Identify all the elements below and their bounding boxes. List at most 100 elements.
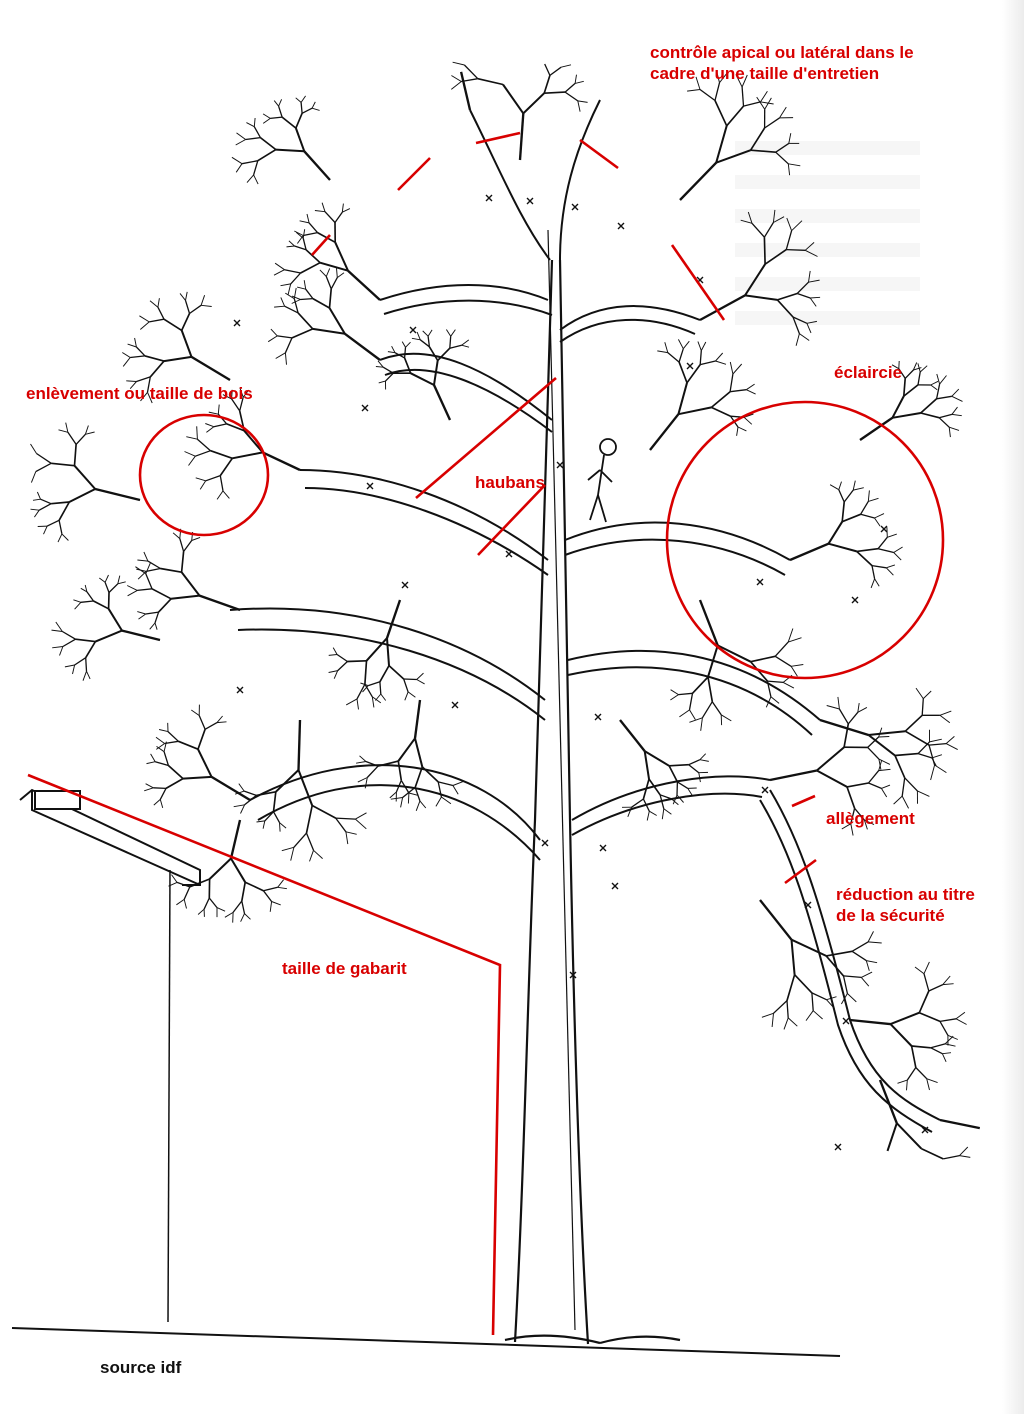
twig-segment	[86, 642, 96, 658]
twig-segment	[154, 799, 161, 805]
twig-segment	[392, 346, 395, 353]
twig-segment	[875, 579, 880, 586]
twig-segment	[875, 518, 881, 526]
twig-segment	[254, 175, 259, 184]
twig-segment	[173, 533, 180, 539]
twig-segment	[296, 128, 304, 151]
twig-segment	[31, 509, 40, 510]
twig-segment	[195, 451, 210, 457]
twig-segment	[285, 353, 286, 365]
twig-segment	[904, 378, 905, 396]
twig-segment	[438, 782, 453, 786]
twig-segment	[952, 396, 963, 401]
twig-segment	[462, 345, 469, 347]
cut-mark	[452, 702, 458, 708]
twig-segment	[858, 703, 859, 712]
twig-segment	[919, 991, 929, 1013]
twig-segment	[337, 273, 344, 278]
twig-segment	[197, 426, 198, 439]
twig-segment	[196, 478, 206, 481]
twig-segment	[220, 458, 232, 475]
twig-segment	[708, 677, 712, 702]
twig-segment	[764, 223, 773, 238]
scaffold-limb-lower-edge	[568, 667, 812, 735]
twig-segment	[348, 271, 380, 300]
twig-segment	[665, 342, 668, 352]
twig-segment	[916, 688, 923, 699]
twig-segment	[279, 99, 282, 106]
twig-segment	[847, 787, 855, 808]
cut-mark	[612, 883, 618, 889]
twig-segment	[688, 788, 692, 795]
cut-mark	[595, 714, 601, 720]
twig-segment	[788, 629, 793, 643]
twig-segment	[838, 697, 840, 709]
twig-segment	[450, 345, 462, 348]
twig-segment	[307, 806, 313, 834]
twig-segment	[869, 771, 879, 783]
twig-segment	[274, 101, 278, 107]
twig-segment	[139, 614, 146, 619]
twig-segment	[76, 639, 96, 641]
cut-mark	[881, 526, 887, 532]
twig-segment	[285, 270, 301, 273]
twig-segment	[37, 492, 40, 499]
twig-segment	[157, 746, 165, 751]
cut-mark	[757, 579, 763, 585]
twig-segment	[891, 1024, 912, 1046]
twig-segment	[751, 128, 765, 150]
twig-segment	[137, 589, 152, 591]
twig-segment	[60, 647, 63, 656]
twig-segment	[649, 811, 656, 815]
twig-segment	[217, 716, 223, 723]
twig-segment	[180, 539, 184, 552]
twig-segment	[792, 221, 802, 231]
twig-segment	[398, 761, 401, 780]
twig-segment	[677, 782, 687, 789]
thinning-circle	[667, 402, 943, 678]
twig-segment	[946, 736, 954, 743]
twig-segment	[178, 741, 198, 749]
twig-segment	[786, 250, 805, 251]
twig-segment	[204, 898, 209, 909]
cut-mark	[762, 787, 768, 793]
twig-segment	[744, 102, 761, 106]
twig-segment	[81, 601, 94, 602]
twig-segment	[412, 338, 420, 340]
twig-segment	[931, 765, 935, 780]
scaffold-limb-upper-edge	[470, 110, 550, 260]
twig-segment	[415, 700, 420, 738]
twig-segment	[853, 481, 855, 491]
twig-segment	[907, 1080, 908, 1090]
twig-segment	[423, 331, 428, 336]
twig-segment	[742, 87, 743, 106]
twig-segment	[923, 691, 931, 699]
twig-segment	[186, 437, 197, 440]
twig-segment	[299, 720, 301, 770]
twig-segment	[274, 306, 285, 307]
twig-segment	[730, 362, 733, 374]
twig-segment	[158, 298, 160, 307]
twig-segment	[126, 381, 136, 382]
twig-segment	[263, 891, 271, 902]
twig-segment	[827, 706, 840, 710]
twig-segment	[206, 427, 213, 433]
twig-segment	[762, 1013, 774, 1017]
twig-segment	[200, 481, 206, 490]
twig-segment	[931, 381, 938, 385]
twig-segment	[232, 452, 262, 458]
twig-segment	[956, 1012, 965, 1019]
twig-segment	[292, 329, 313, 338]
twig-segment	[210, 859, 231, 880]
twig-segment	[128, 590, 138, 595]
twig-segment	[775, 656, 791, 666]
twig-segment	[852, 951, 866, 960]
twig-segment	[329, 655, 337, 656]
twig-segment	[336, 818, 356, 819]
twig-segment	[902, 796, 908, 808]
twig-segment	[76, 434, 85, 444]
twig-segment	[345, 334, 380, 360]
twig-segment	[700, 754, 706, 760]
twig-segment	[788, 164, 800, 166]
twig-segment	[894, 547, 903, 553]
